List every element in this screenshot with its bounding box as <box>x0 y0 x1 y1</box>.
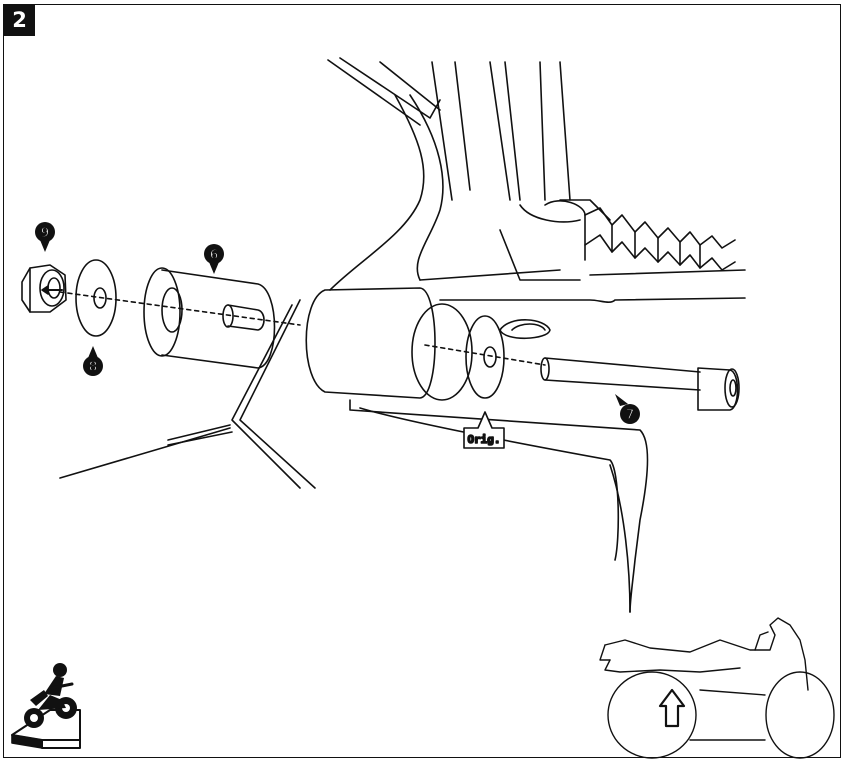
bolt-part <box>540 357 740 411</box>
callout-label-7: 7 <box>625 408 634 423</box>
frame-outline <box>327 57 746 303</box>
spacer-part <box>143 267 276 369</box>
washer-part <box>75 259 117 337</box>
mechanic-workshop-icon <box>11 663 81 749</box>
callout-label-8: 8 <box>88 360 97 375</box>
callout-7: 7 <box>615 394 640 424</box>
callout-label-9: 9 <box>40 226 49 241</box>
orig-label: Orig. <box>467 433 500 446</box>
callout-8: 8 <box>83 346 103 376</box>
callout-6: 6 <box>204 244 224 274</box>
footpeg <box>584 207 736 271</box>
step-number-badge: 2 <box>4 5 35 36</box>
orig-tag: Orig. <box>463 411 505 449</box>
nut-arrow-head <box>41 285 49 295</box>
callout-label-6: 6 <box>209 248 218 263</box>
diagram-frame <box>3 4 841 758</box>
linkage-lines <box>59 299 316 489</box>
motorcycle-side-view-icon <box>599 617 835 759</box>
callout-9: 9 <box>35 222 55 252</box>
hub-housing <box>305 287 649 613</box>
up-arrow-icon <box>658 688 686 728</box>
